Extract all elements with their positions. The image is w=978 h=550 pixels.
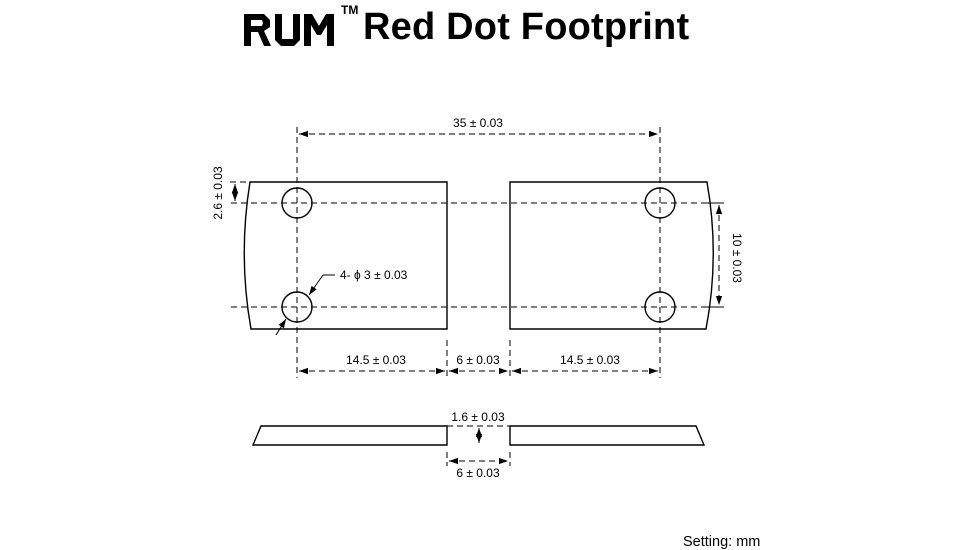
hole-callout-arrow-lower (275, 318, 287, 336)
dimension-side-gap: 6 ± 0.03 (456, 466, 500, 480)
trademark-mark: TM (341, 3, 359, 17)
center-lines (230, 127, 726, 466)
dimension-center-gap: 6 ± 0.03 (456, 353, 500, 367)
hole-callout-arrow-upper (308, 274, 324, 296)
brand-logo (244, 14, 334, 46)
dimension-thickness: 1.6 ± 0.03 (451, 410, 505, 424)
dimension-vertical-spacing: 10 ± 0.03 (730, 233, 744, 283)
dimension-top-offset: 2.6 ± 0.03 (211, 166, 225, 220)
left-plate (243, 181, 448, 330)
hole-callout-text: 4- ϕ 3 ± 0.03 (340, 268, 408, 282)
right-plate (509, 181, 714, 330)
mounting-holes (281, 187, 676, 323)
dimension-left-pad-width: 14.5 ± 0.03 (346, 353, 406, 367)
dimension-hole-spacing: 35 ± 0.03 (453, 116, 503, 130)
units-note: Setting: mm (683, 534, 761, 550)
side-profile-left (251, 425, 448, 446)
page-title: Red Dot Footprint (363, 6, 690, 48)
side-profile-right (509, 425, 706, 446)
hole-callout: 4- ϕ 3 ± 0.03 (340, 268, 408, 282)
title-row: TM Red Dot Footprint (0, 3, 978, 48)
dimension-right-pad-width: 14.5 ± 0.03 (560, 353, 620, 367)
